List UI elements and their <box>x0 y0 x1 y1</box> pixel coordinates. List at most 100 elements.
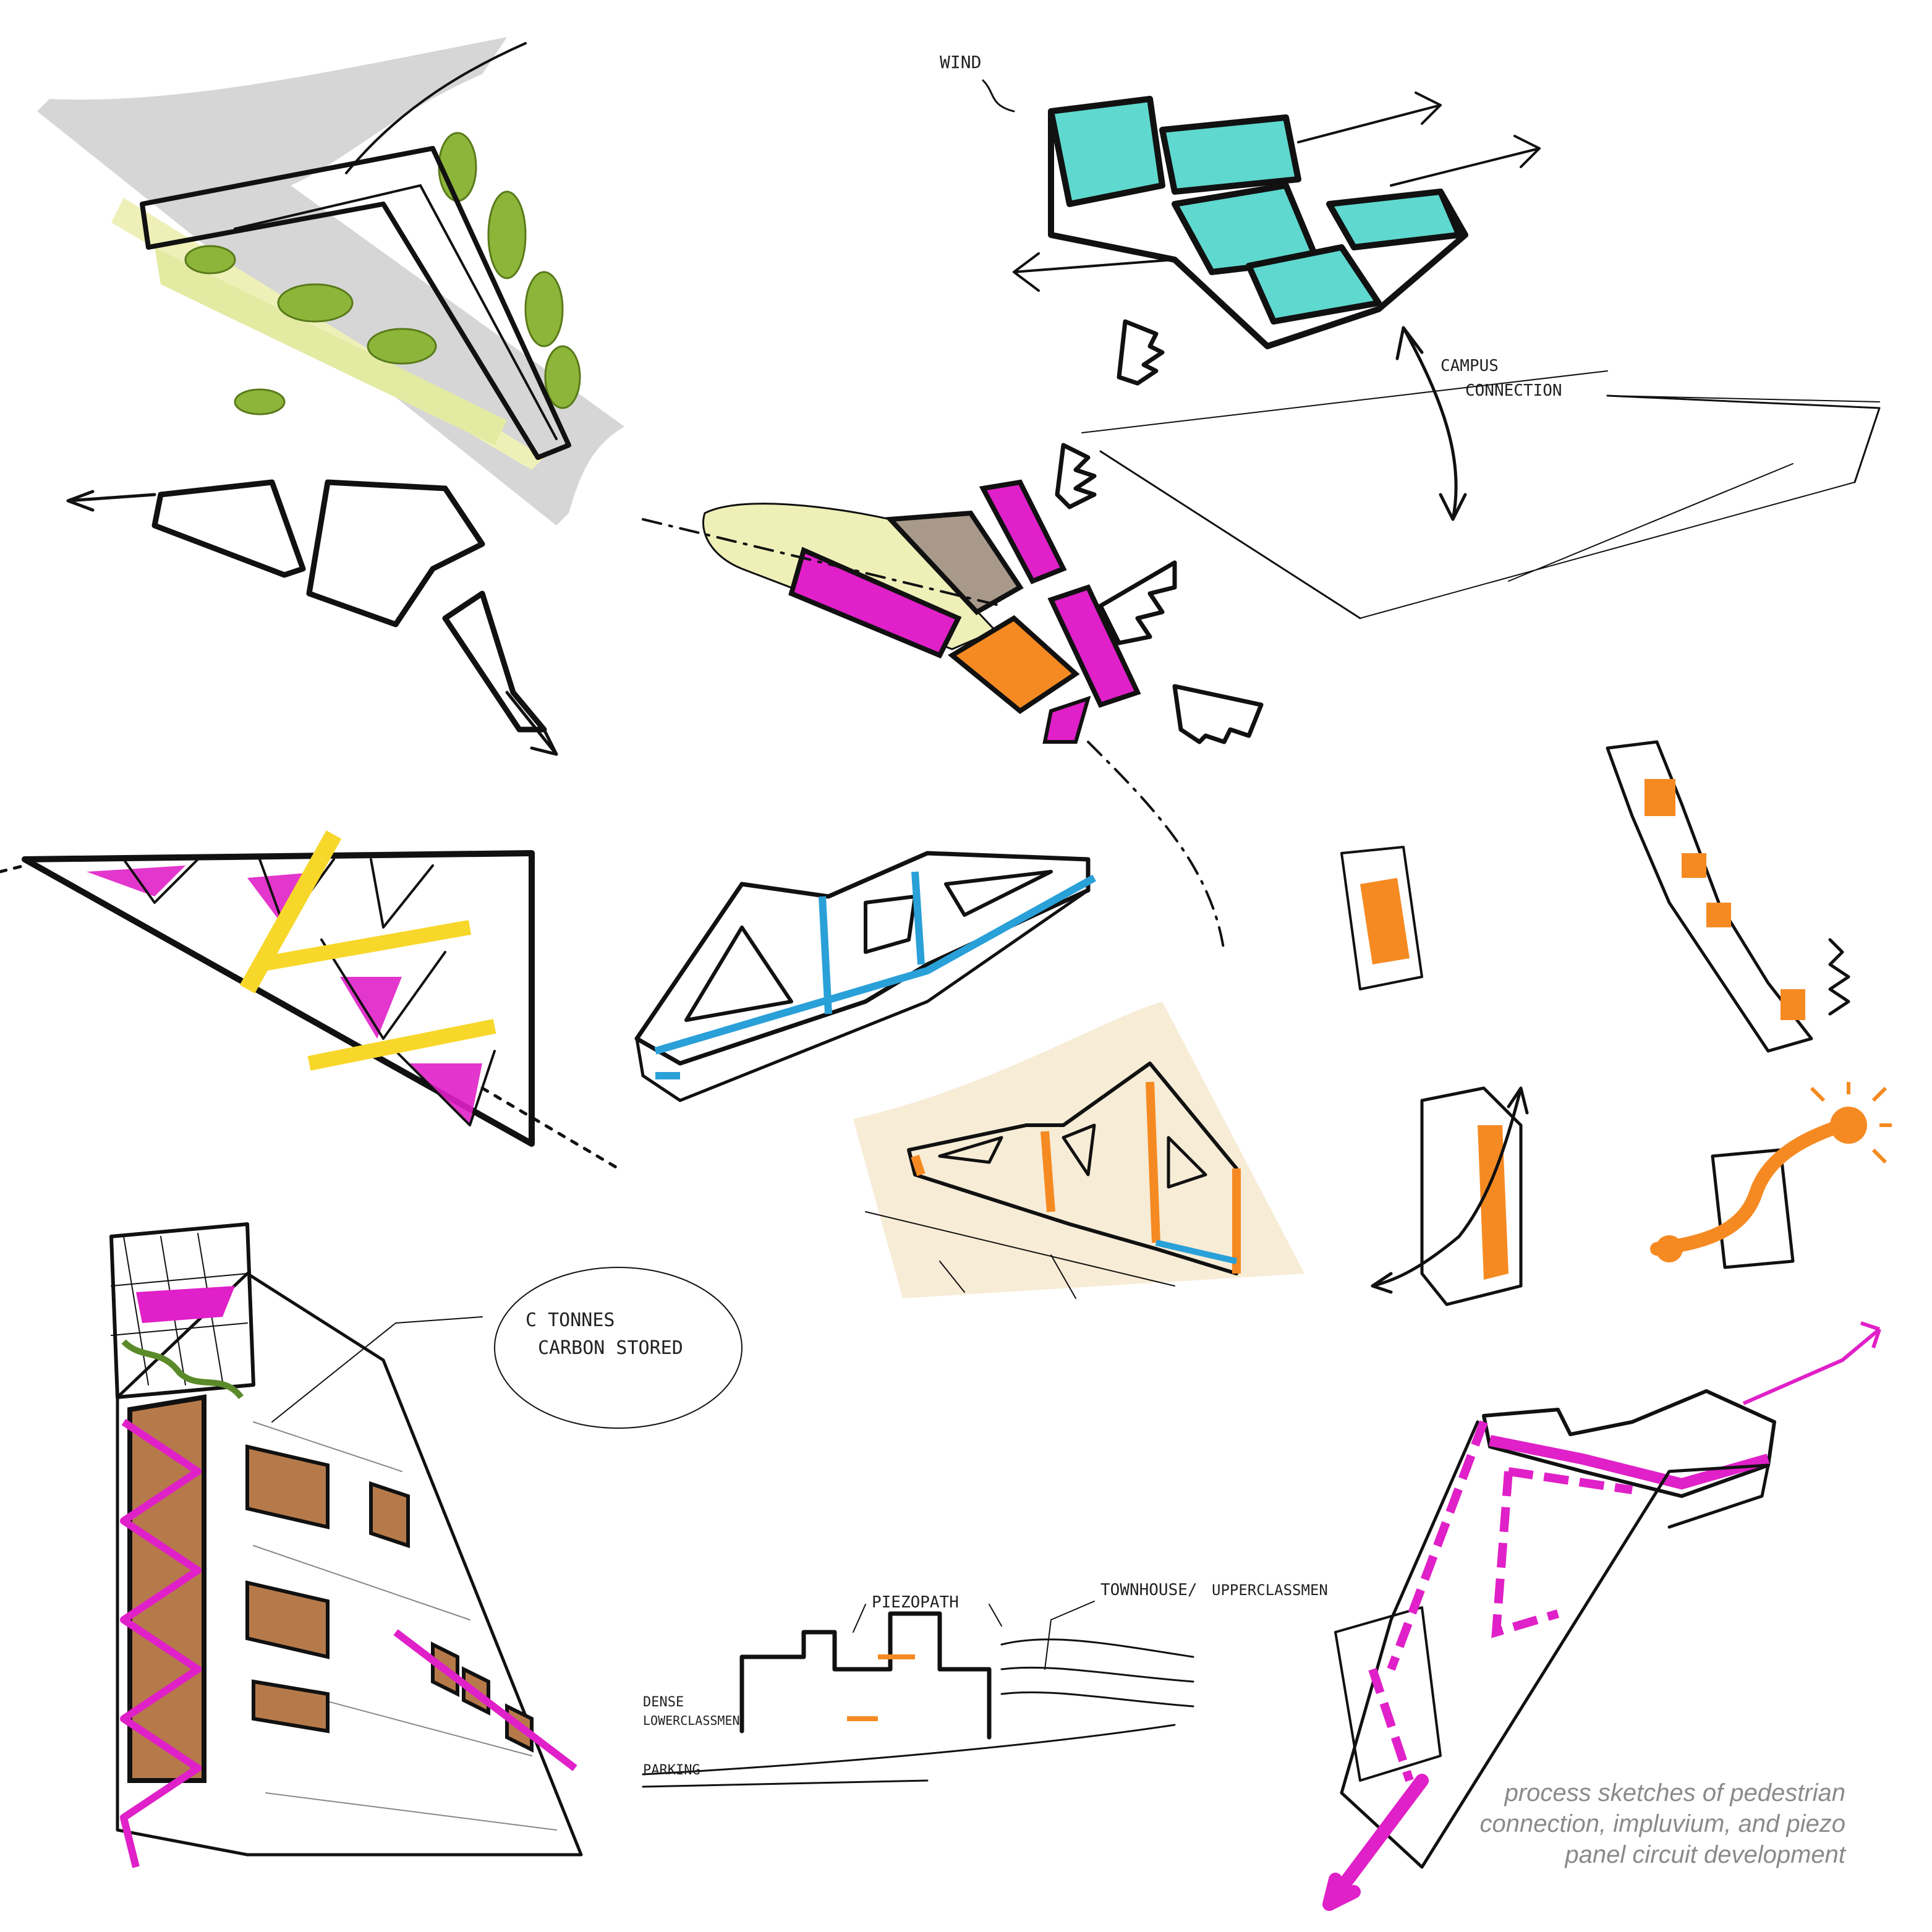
orange-dot <box>1656 1235 1683 1262</box>
roof-panel-4 <box>1246 244 1382 325</box>
arrow-left <box>66 490 156 512</box>
building-outline <box>1048 108 1468 349</box>
blue-channel <box>654 871 1096 1079</box>
triangle-outline <box>22 850 535 1147</box>
circuit-roof <box>1482 1389 1776 1498</box>
blue-channel-axonometric <box>634 851 1096 1102</box>
sheet-caption: process sketches of pedestrian connectio… <box>1400 1777 1845 1870</box>
magenta-strip-south <box>1047 584 1141 708</box>
campus-arrow <box>1395 326 1467 521</box>
site-perspective-sketch <box>853 1002 1304 1299</box>
comb-shape-3 <box>1117 319 1165 386</box>
yellow-circulation-triangle <box>0 830 620 1170</box>
mass-2 <box>306 479 485 628</box>
carbon-label-1: C TONNES <box>526 1309 615 1331</box>
magenta-block-west <box>788 547 962 659</box>
upperclassmen-label: UPPERCLASSMEN <box>1212 1581 1328 1599</box>
wind-label: WIND <box>940 52 981 72</box>
comb-shape-4 <box>1055 443 1097 509</box>
orange-cell-4 <box>1781 989 1805 1020</box>
orange-cell-2 <box>1682 853 1706 878</box>
grey-wash-ground <box>37 37 624 526</box>
window-4 <box>252 1679 330 1734</box>
townhouse-label: TOWNHOUSE/ <box>1100 1581 1198 1599</box>
mass-1 <box>151 479 306 578</box>
piezopath-leader <box>853 1604 1002 1633</box>
campus-label: CAMPUS <box>1440 357 1499 375</box>
yellow-path-3 <box>307 1019 496 1071</box>
window-2 <box>369 1481 410 1549</box>
axon-roof <box>634 851 1091 1066</box>
window-3 <box>245 1580 330 1659</box>
circuit-body <box>1340 1420 1770 1869</box>
axon-courtyard-1 <box>684 926 793 1022</box>
sun-circle <box>1830 1107 1867 1144</box>
window-1 <box>245 1444 330 1530</box>
arrow-down <box>505 691 558 756</box>
connection-label: CONNECTION <box>1465 381 1562 400</box>
piezopath-label: PIEZOPATH <box>872 1593 959 1612</box>
magenta-roofline <box>393 1629 577 1771</box>
wind-squiggle <box>982 79 1015 113</box>
magenta-strip-north <box>979 479 1067 585</box>
orange-core-1 <box>1360 878 1410 964</box>
caption-line-3: panel circuit development <box>1565 1841 1845 1868</box>
site-plan-sketch <box>37 37 624 526</box>
orange-floor <box>847 1654 915 1721</box>
colored-block-plan <box>642 319 1264 953</box>
blue-base-strip <box>1155 1240 1238 1264</box>
comb-shape-1 <box>1098 560 1177 645</box>
carbon-label-2: CARBON STORED <box>538 1337 683 1359</box>
taupe-block <box>885 510 1024 616</box>
magenta-pocket-1 <box>87 866 185 896</box>
tower-study <box>1420 1086 1523 1306</box>
arrow-east-1 <box>1297 91 1442 143</box>
magenta-circuit <box>1368 1420 1633 1782</box>
dense-label: DENSE <box>643 1695 684 1710</box>
yellow-path-2 <box>258 920 472 972</box>
section-profile <box>739 1611 992 1740</box>
teal-roof-axonometric: WIND CAMPUS CONNECTION <box>940 52 1881 619</box>
comb-shape-2 <box>1172 684 1264 744</box>
circuit-down-arrow <box>1322 1774 1429 1911</box>
roof-panel-5 <box>1326 189 1462 250</box>
watercolor-wash <box>853 1002 1304 1298</box>
dash-dot-axis <box>642 518 1225 953</box>
mass-3 <box>442 590 547 733</box>
facade-block <box>116 1272 583 1857</box>
arrow-west <box>1013 252 1176 292</box>
street-lines <box>865 1211 1175 1299</box>
axon-courtyard-3 <box>944 870 1053 917</box>
orange-block <box>948 615 1080 714</box>
tower-arrows <box>1371 1086 1529 1294</box>
arrow-east-2 <box>1390 135 1541 187</box>
inner-box <box>1334 1606 1442 1782</box>
ground-perspective <box>1099 394 1881 619</box>
hillside-lines <box>642 1638 1194 1788</box>
road-curve <box>345 42 527 174</box>
roof-panel-2 <box>1159 114 1301 195</box>
circuit-out-arrow <box>1742 1321 1881 1405</box>
caption-line-2: connection, impluvium, and piezo <box>1479 1810 1845 1837</box>
v-shaped-building <box>140 146 571 460</box>
orange-snake <box>1650 1118 1849 1256</box>
orange-core-2 <box>1478 1125 1509 1280</box>
section-diagram: PIEZOPATH TOWNHOUSE/ UPPERCLASSMEN DENSE… <box>642 1581 1328 1788</box>
orange-cell-1 <box>1645 779 1675 816</box>
carbon-bubble <box>494 1267 743 1429</box>
magenta-rooftop <box>136 1286 235 1323</box>
massing-sequence-diagram <box>66 479 558 756</box>
townhouse-leader <box>1044 1601 1095 1670</box>
caption-line-1: process sketches of pedestrian <box>1504 1779 1845 1806</box>
piezo-circuit-axonometric <box>1322 1321 1881 1911</box>
magenta-roof-band <box>1489 1435 1770 1490</box>
orange-vertical-studies <box>1340 740 1892 1306</box>
box-study-1 <box>1340 846 1423 990</box>
roof-panel-1 <box>1048 96 1165 207</box>
axon-courtyard-2 <box>864 895 917 954</box>
green-vines <box>121 1339 244 1400</box>
magenta-zigzag <box>120 1419 202 1868</box>
orange-cell-3 <box>1706 903 1731 927</box>
magenta-pocket-4 <box>408 1063 482 1125</box>
